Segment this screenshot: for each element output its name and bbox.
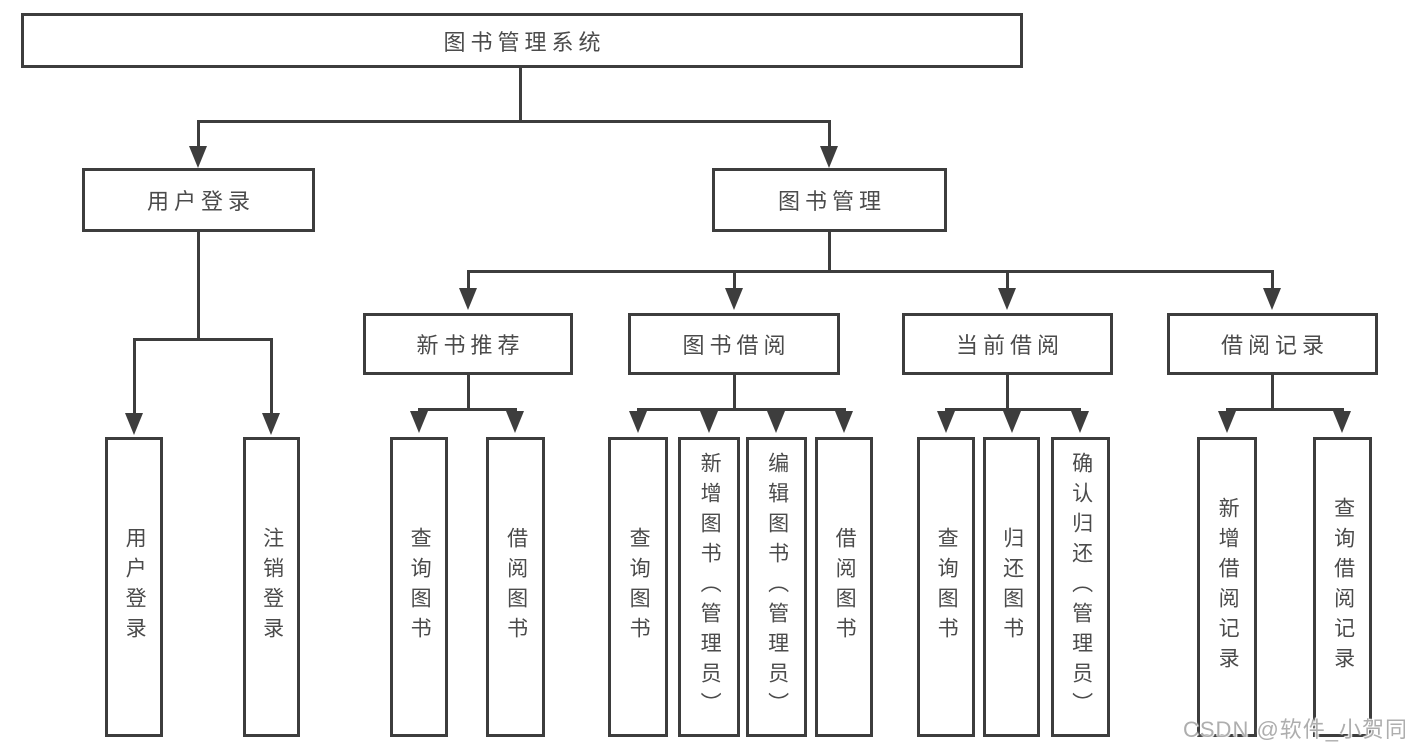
leaf-nbr-query-book: 查询图书 bbox=[390, 437, 448, 737]
connector-book-borrow-stem bbox=[733, 375, 736, 411]
node-root-label: 图书管理系统 bbox=[443, 29, 606, 55]
arrow-down-icon bbox=[820, 146, 838, 168]
arrow-down-icon bbox=[937, 411, 955, 433]
node-current-borrow: 当前借阅 bbox=[902, 313, 1113, 375]
leaf-bb-add-book-admin: 新增图书（管理员） bbox=[678, 437, 740, 737]
leaf-cb-query-book: 查询图书 bbox=[917, 437, 975, 737]
arrow-down-icon bbox=[835, 411, 853, 433]
arrow-down-icon bbox=[1333, 411, 1351, 433]
leaf-user-login: 用户登录 bbox=[105, 437, 163, 737]
leaf-bb-query-book-label: 查询图书 bbox=[627, 527, 651, 647]
leaf-br-add-borrow-record: 新增借阅记录 bbox=[1197, 437, 1257, 737]
connector-new-book-rec-stem bbox=[467, 375, 470, 411]
leaf-br-add-borrow-record-label: 新增借阅记录 bbox=[1216, 497, 1240, 677]
connector-book-mgmt-drop-4 bbox=[1271, 273, 1274, 289]
leaf-cb-query-book-label: 查询图书 bbox=[935, 527, 959, 647]
connector-borrow-records-stem bbox=[1271, 375, 1274, 411]
leaf-bb-edit-book-admin: 编辑图书（管理员） bbox=[746, 437, 807, 737]
leaf-cb-confirm-return-admin-label: 确认归还（管理员） bbox=[1069, 452, 1093, 722]
connector-new-book-rec-rail bbox=[418, 408, 517, 411]
leaf-bb-query-book: 查询图书 bbox=[608, 437, 668, 737]
connector-book-borrow-rail bbox=[637, 408, 846, 411]
connector-user-login-stem bbox=[197, 232, 200, 341]
leaf-bb-add-book-admin-label: 新增图书（管理员） bbox=[698, 452, 722, 722]
arrow-down-icon bbox=[1263, 288, 1281, 310]
connector-root-rail bbox=[197, 120, 831, 123]
node-borrow-records: 借阅记录 bbox=[1167, 313, 1378, 375]
connector-root-drop-right bbox=[828, 120, 831, 150]
connector-borrow-records-rail bbox=[1226, 408, 1344, 411]
leaf-cb-confirm-return-admin: 确认归还（管理员） bbox=[1051, 437, 1110, 737]
connector-book-mgmt-rail bbox=[467, 270, 1274, 273]
leaf-cb-return-book-label: 归还图书 bbox=[1000, 527, 1024, 647]
arrow-down-icon bbox=[998, 288, 1016, 310]
connector-root-drop-left bbox=[197, 120, 200, 150]
node-user-login: 用户登录 bbox=[82, 168, 315, 232]
arrow-down-icon bbox=[410, 411, 428, 433]
node-new-book-recommend-label: 新书推荐 bbox=[416, 333, 525, 358]
connector-user-login-drop-right bbox=[270, 341, 273, 415]
connector-current-borrow-stem bbox=[1006, 375, 1009, 411]
node-borrow-records-label: 借阅记录 bbox=[1220, 333, 1329, 358]
arrow-down-icon bbox=[629, 411, 647, 433]
node-book-borrow-label: 图书借阅 bbox=[682, 333, 791, 358]
connector-current-borrow-rail bbox=[945, 408, 1081, 411]
leaf-logout-login-label: 注销登录 bbox=[260, 527, 284, 647]
arrow-down-icon bbox=[700, 411, 718, 433]
node-new-book-recommend: 新书推荐 bbox=[363, 313, 573, 375]
connector-user-login-drop-left bbox=[133, 341, 136, 415]
arrow-down-icon bbox=[1218, 411, 1236, 433]
leaf-logout-login: 注销登录 bbox=[243, 437, 300, 737]
node-book-management-label: 图书管理 bbox=[777, 189, 886, 214]
node-root: 图书管理系统 bbox=[21, 13, 1023, 68]
node-current-borrow-label: 当前借阅 bbox=[955, 333, 1064, 358]
leaf-nbr-query-book-label: 查询图书 bbox=[408, 527, 432, 647]
leaf-br-query-borrow-record-label: 查询借阅记录 bbox=[1331, 497, 1355, 677]
arrow-down-icon bbox=[125, 413, 143, 435]
connector-book-mgmt-drop-1 bbox=[467, 273, 470, 289]
node-book-management: 图书管理 bbox=[712, 168, 947, 232]
arrow-down-icon bbox=[189, 146, 207, 168]
leaf-br-query-borrow-record: 查询借阅记录 bbox=[1313, 437, 1372, 737]
connector-book-mgmt-drop-2 bbox=[733, 273, 736, 289]
connector-book-mgmt-stem bbox=[828, 232, 831, 273]
arrow-down-icon bbox=[262, 413, 280, 435]
node-book-borrow: 图书借阅 bbox=[628, 313, 840, 375]
leaf-bb-edit-book-admin-label: 编辑图书（管理员） bbox=[765, 452, 789, 722]
arrow-down-icon bbox=[506, 411, 524, 433]
leaf-nbr-borrow-book-label: 借阅图书 bbox=[504, 527, 528, 647]
node-user-login-label: 用户登录 bbox=[146, 189, 255, 214]
leaf-bb-borrow-book: 借阅图书 bbox=[815, 437, 873, 737]
arrow-down-icon bbox=[1003, 411, 1021, 433]
watermark: CSDN @软件_小贺同学 bbox=[1183, 717, 1405, 742]
leaf-bb-borrow-book-label: 借阅图书 bbox=[833, 527, 857, 647]
leaf-nbr-borrow-book: 借阅图书 bbox=[486, 437, 545, 737]
connector-book-mgmt-drop-3 bbox=[1006, 273, 1009, 289]
arrow-down-icon bbox=[767, 411, 785, 433]
leaf-cb-return-book: 归还图书 bbox=[983, 437, 1040, 737]
leaf-user-login-label: 用户登录 bbox=[123, 527, 147, 647]
arrow-down-icon bbox=[1071, 411, 1089, 433]
arrow-down-icon bbox=[725, 288, 743, 310]
arrow-down-icon bbox=[459, 288, 477, 310]
connector-user-login-rail bbox=[133, 338, 273, 341]
connector-root-stem bbox=[519, 68, 522, 123]
